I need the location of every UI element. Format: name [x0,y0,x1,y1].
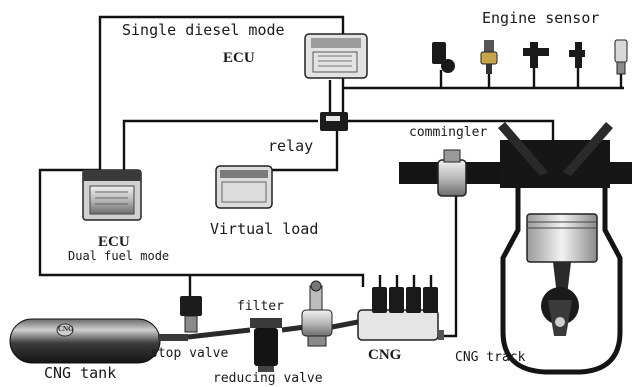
single-diesel-mode-label: Single diesel mode [122,21,285,39]
wire-ecu-left-box [38,168,365,287]
filter [250,318,282,372]
dual-fuel-mode-label: Dual fuel mode [68,249,170,263]
wiring [38,15,624,338]
ecu-left-label: ECU [98,234,130,250]
cylinder-wall [500,188,623,375]
cng-track-label: CNG track [455,350,526,365]
ecu-top-label: ECU [223,50,255,66]
sensor-icon [614,39,628,75]
engine-cylinder [498,122,632,375]
cng-tank-label: CNG tank [44,364,117,382]
engine-sensor-label: Engine sensor [482,9,600,27]
stop-valve [180,296,202,333]
sensor-icon [523,42,549,68]
stop-valve-label: stop valve [150,346,229,361]
wire-dual-loop [122,119,318,172]
engine-sensors [432,39,628,75]
wire-relay-virtual-load [272,131,339,172]
ecu-left-module [82,169,142,221]
commingler-mixer [437,149,467,197]
commingler-label: commingler [409,125,488,140]
sensor-icon [480,40,498,74]
sensor-icon [569,42,585,68]
wire-cng-track [437,195,458,338]
gas-pipes [187,319,359,340]
virtual-load-label: Virtual load [210,220,319,238]
tank-badge-label: CNG [58,325,74,333]
ecu-top-module [304,33,368,79]
cng-injector-rail [357,287,444,341]
sensor-icon [432,42,455,73]
virtual-load-module [215,165,273,209]
cng-label: CNG [368,347,402,363]
wire-relay-commingler [348,119,555,140]
reducing-valve-label: reducing valve [213,371,323,386]
cng-tank [9,318,188,364]
filter-label: filter [237,299,284,314]
relay-label: relay [268,137,314,155]
relay-icon [320,112,348,131]
reducing-valve [301,280,333,347]
